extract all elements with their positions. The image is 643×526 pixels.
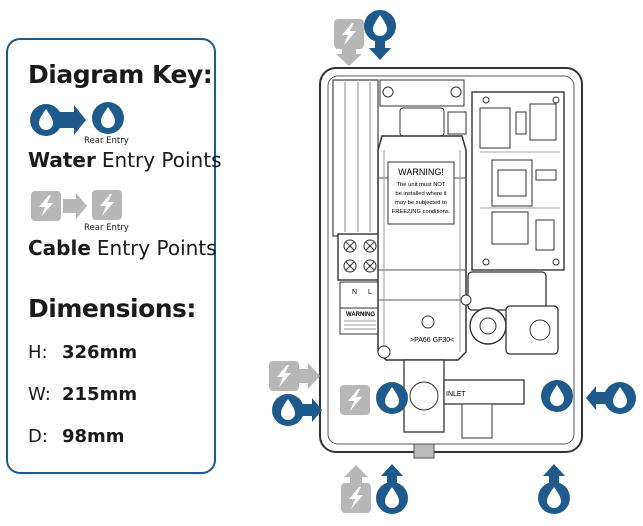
cable-entry-left-icon (269, 361, 320, 391)
water-rear-entry-marker-right (541, 380, 573, 412)
dimension-value: 98mm (62, 426, 125, 447)
dimension-width: W: 215mm (28, 384, 137, 405)
water-entry-top-icon (364, 10, 396, 60)
water-rear-entry-label: Rear Entry (84, 136, 129, 146)
key-title: Diagram Key: (28, 60, 213, 89)
cable-rear-entry-marker (340, 385, 370, 415)
dimension-key: H: (28, 342, 48, 363)
dimension-height: H: 326mm (28, 342, 137, 363)
outlet-spigot (413, 443, 435, 459)
cable-entry-bottom-icon (341, 465, 371, 513)
cable-word: Cable (28, 236, 91, 260)
dimension-value: 326mm (62, 342, 138, 363)
dimension-key: D: (28, 426, 48, 447)
water-entry-right-icon (586, 382, 636, 414)
dimension-key: W: (28, 384, 51, 405)
warning-line-2: be installed where it (395, 191, 447, 197)
warning-line-1: The unit must NOT (397, 182, 446, 188)
warning-line-4: FREEZING conditions. (392, 209, 451, 215)
dimension-depth: D: 98mm (28, 426, 125, 447)
material-code-label: >PA66 GF30< (410, 337, 454, 344)
dimension-value: 215mm (62, 384, 138, 405)
terminal-block (337, 233, 383, 281)
terminal-n-label: N (352, 289, 357, 296)
water-rear-entry-icon (92, 102, 124, 134)
cable-entry-top-icon (334, 19, 364, 66)
small-warning-label: WARNING (346, 312, 375, 318)
water-rear-entry-marker-left (376, 382, 408, 414)
left-cover-panel (332, 79, 379, 237)
freeze-warning-label (387, 161, 455, 225)
cable-rear-entry-label: Rear Entry (84, 223, 129, 233)
terminal-l-label: L (368, 289, 372, 296)
cable-entry-arrow-icon (31, 191, 87, 221)
valve-housing (467, 271, 547, 311)
water-word: Water (28, 148, 96, 172)
water-entry-left-icon (272, 394, 322, 426)
cable-entry-points-text: Entry Points (96, 236, 217, 260)
water-entry-points-text: Entry Points (101, 148, 222, 172)
water-entry-bottom-left-icon (376, 464, 408, 514)
dimensions-title: Dimensions: (28, 294, 196, 323)
water-entry-bottom-right-icon (538, 464, 570, 514)
warning-line-3: may be subjected to (395, 200, 447, 206)
inlet-label: INLET (446, 391, 467, 398)
water-entry-arrow-icon (30, 104, 86, 136)
warning-title: WARNING! (398, 167, 444, 177)
cable-rear-entry-icon (92, 190, 122, 220)
